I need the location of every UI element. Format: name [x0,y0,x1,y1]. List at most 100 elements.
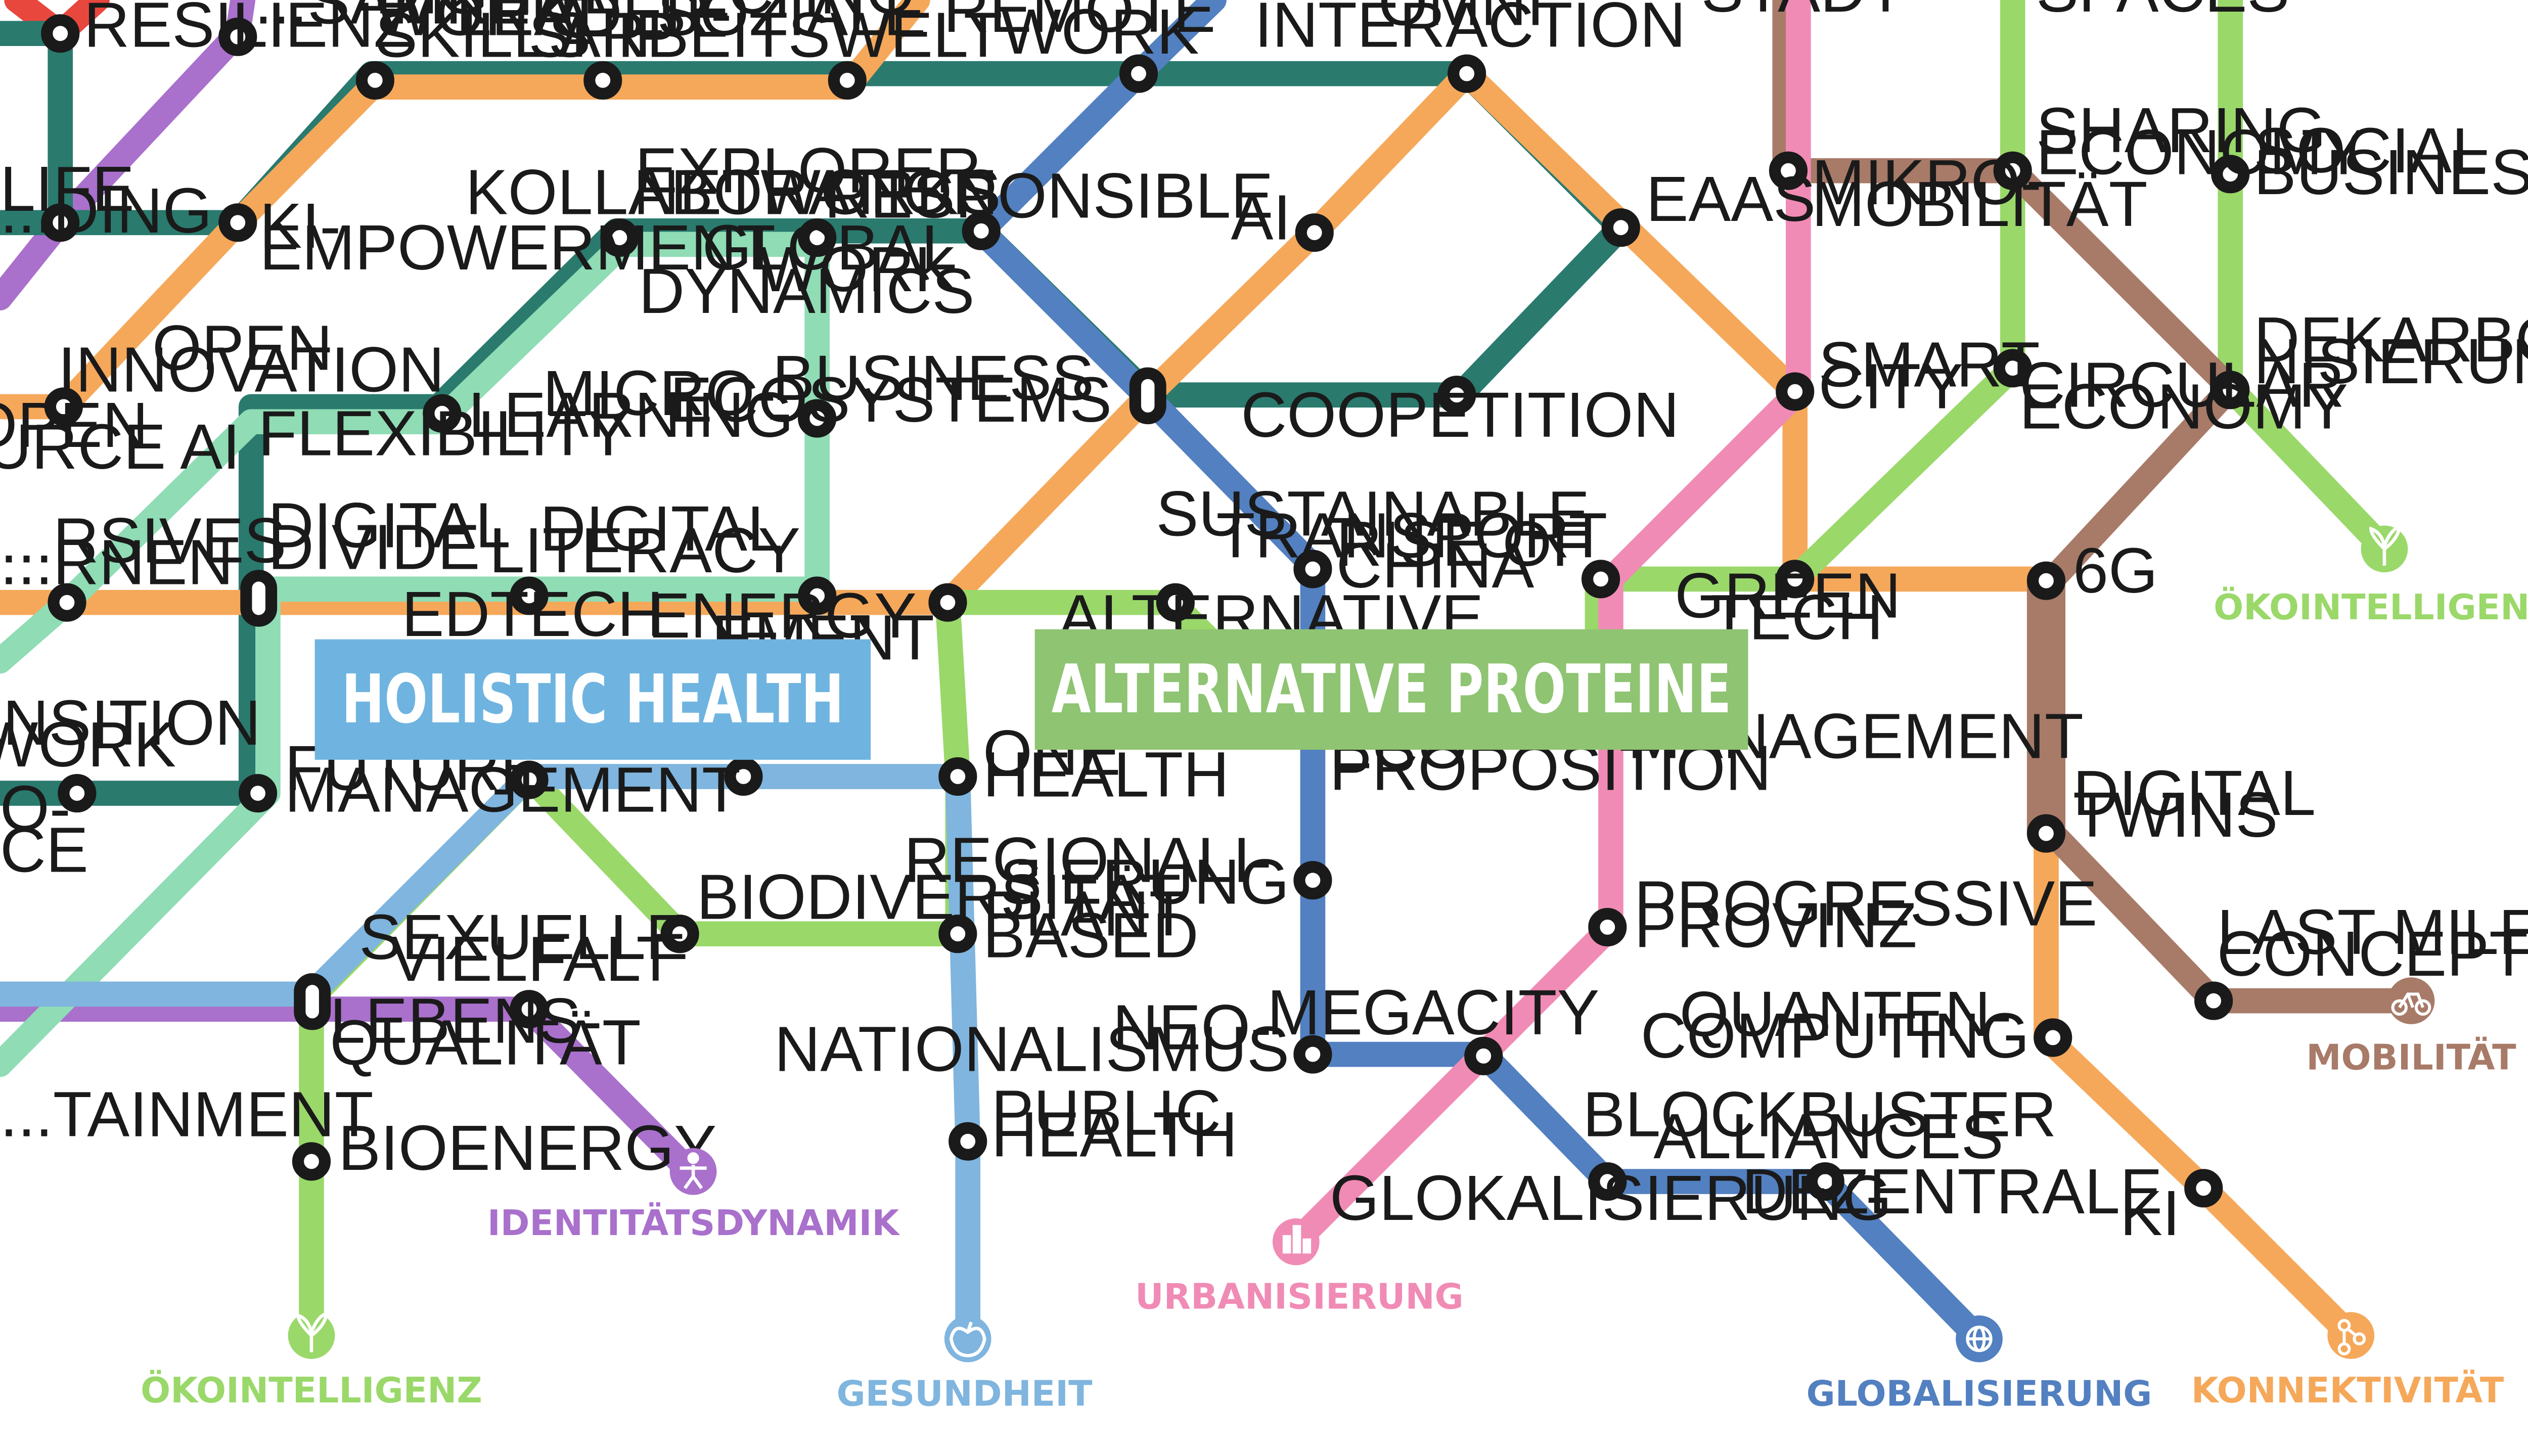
station-rise-of-china[interactable] [1293,550,1332,588]
station-coopetition[interactable] [1437,376,1476,415]
line-teal-top [0,21,73,236]
station-plant-based[interactable] [938,915,977,953]
station-dekarbonisierung[interactable] [2211,371,2250,410]
station-social-business[interactable] [2211,155,2250,194]
network-icon-glyph [2337,1318,2366,1356]
terminal-identitaetsdynamik[interactable]: IDENTITÄTSDYNAMIK [487,1148,900,1244]
station-alternative-partial[interactable] [1156,583,1195,622]
station-smart-city[interactable] [1776,372,1815,411]
station-digital-twins[interactable] [2026,814,2066,853]
label-dezentrale-ki: DEZENTRALE KI [1742,1156,2180,1249]
station-transition-work[interactable] [58,774,97,813]
terminal-label-oekointelligenz-right: ÖKOINTELLIGENZ [2214,586,2528,628]
label-business-ecosystems: BUSINESS ECOSYSTEMS [670,342,1112,435]
station-edtech[interactable] [510,576,549,615]
station-holistic-b[interactable] [724,757,763,796]
station-digital-work-skills[interactable] [355,61,394,100]
station-neo-nationalismus[interactable] [1293,1035,1332,1074]
station-holistic-a[interactable] [510,760,549,799]
station-remote-work[interactable] [1119,54,1158,93]
terminal-oekointelligenz-bottom[interactable]: ÖKOINTELLIGENZ [141,1311,482,1411]
terminal-urbanisierung[interactable]: URBANISIERUNG [1135,1218,1464,1317]
sprout-icon-glyph [2369,525,2402,566]
label-regionalisierung: REGIONALI- SIERUNG [904,825,1289,918]
station-future-management[interactable] [238,774,278,813]
stations [41,14,2250,1208]
station-kollaboration[interactable] [600,218,639,257]
station-megacity[interactable] [1464,1036,1503,1075]
station-energy-management[interactable] [928,583,967,622]
sprout-icon-glyph [296,1311,329,1352]
station-lebensqualitaet[interactable] [294,973,331,1030]
station-resilienz[interactable] [41,14,80,53]
station-6g[interactable] [2026,561,2066,600]
station-omni-interaction[interactable] [1448,54,1486,93]
label-mikro-mobilitaet: MIKRO- MOBILITÄT [1812,147,2147,240]
station-biodiversitaet[interactable] [660,915,699,953]
station-one-health[interactable] [938,757,977,796]
person-icon-glyph [680,1152,707,1190]
label-omni-interaction: OMNI INTERACTION [1254,0,1686,61]
station-sharing-economy[interactable] [1993,151,2032,190]
station-mikro-mobilitaet[interactable] [1769,151,1808,190]
label-life-blending: LIFE ...DING [0,153,212,246]
station-digital-divide[interactable] [240,570,278,627]
station-green-tech[interactable] [1776,560,1815,599]
station-techno-soziale[interactable] [828,61,867,100]
station-eaas[interactable] [1601,208,1640,247]
station-achtsamkeit[interactable] [218,17,257,56]
label-blockbuster-alliances: BLOCKBUSTER ALLIANCES [1583,1079,2074,1172]
label-left-ce: CE [0,814,88,886]
label-lebensqualitaet: LEBENS- QUALITÄT [330,985,641,1078]
station-labels: RESILIENZ ...SAMKEIT DIGITAL WORK SKILLS… [0,0,2528,1249]
label-techno-soziale: TECHNO- SOZIALE ARBEITSWELT [558,0,1003,71]
station-open-source-ai[interactable] [44,387,83,426]
label-sharing-economy: SHARING ECONOMY [2036,95,2365,188]
station-responsible-ai[interactable] [1295,213,1334,252]
station-public-health[interactable] [949,1122,987,1161]
label-glokalisierung: GLOKALISIERUNG [1330,1162,1892,1234]
label-public-health: PUBLIC HEALTH [991,1077,1239,1170]
terminal-label-oekointelligenz-bottom: ÖKOINTELLIGENZ [141,1370,482,1411]
station-business-ecosystems[interactable] [1129,367,1166,425]
terminal-label-urbanisierung: URBANISIERUNG [1135,1277,1464,1317]
label-edtech: EDTECH [401,578,663,650]
station-progressive-provinz[interactable] [1588,907,1627,946]
label-rise-of-china: RISE OF CHINA [1336,508,1608,601]
station-immersive[interactable] [48,583,86,622]
label-progressive-provinz: PROGRESSIVE PROVINZ [1634,868,2115,961]
label-global-work-dynamics: GLOBAL WORK DYNAMICS [639,212,974,327]
station-regionalisierung[interactable] [1293,861,1332,900]
station-quantencomputing[interactable] [2034,1018,2072,1057]
station-last-mile[interactable] [2194,981,2233,1020]
label-digital-literacy: DIGITAL LITERACY [489,493,800,586]
line-green-right2 [2218,0,2397,562]
line-blue [968,0,1992,1352]
terminal-globalisierung[interactable]: GLOBALISIERUNG [1807,1315,2152,1415]
station-explorer-networks[interactable] [798,218,837,257]
station-ai-leadership[interactable] [583,61,622,100]
station-global-work-dynamics[interactable] [962,211,1001,250]
terminal-gesundheit[interactable]: GESUNDHEIT [837,1315,1093,1415]
station-sustainable-transport[interactable] [1581,560,1620,599]
station-ki-empowerment[interactable] [218,203,257,242]
station-digital-literacy[interactable] [798,576,837,615]
label-explorer-networks: EXPLORER NETWORKS [634,135,1001,228]
station-blockbuster-alliances[interactable] [1805,1162,1844,1201]
station-life-blending[interactable] [41,203,80,242]
station-circular-economy[interactable] [1993,349,2032,388]
label-ai-leadership: AI LEADER- SHIP [456,0,749,71]
terminal-oekointelligenz-right[interactable]: ÖKOINTELLIGENZ [2214,525,2528,628]
terminal-konnektivitaet[interactable]: KONNEKTIVITÄT [2191,1312,2504,1411]
station-glokalisierung[interactable] [1588,1162,1627,1201]
station-dezentrale-ki[interactable] [2184,1169,2223,1208]
station-flexibility[interactable] [423,394,462,433]
terminal-mobilitaet[interactable]: MOBILITÄT [2306,977,2516,1078]
station-micro-learning[interactable] [798,399,837,438]
station-sexuelle-vielfalt[interactable] [510,990,549,1029]
label-sexuelle-vielfalt: SEXUELLE VIELFALT [359,901,706,994]
label-entertainment: ...TAINMENT [0,1079,374,1150]
label-responsible-ai: RESPONSIBLE AI [824,160,1291,253]
station-bioenergy[interactable] [292,1142,331,1181]
